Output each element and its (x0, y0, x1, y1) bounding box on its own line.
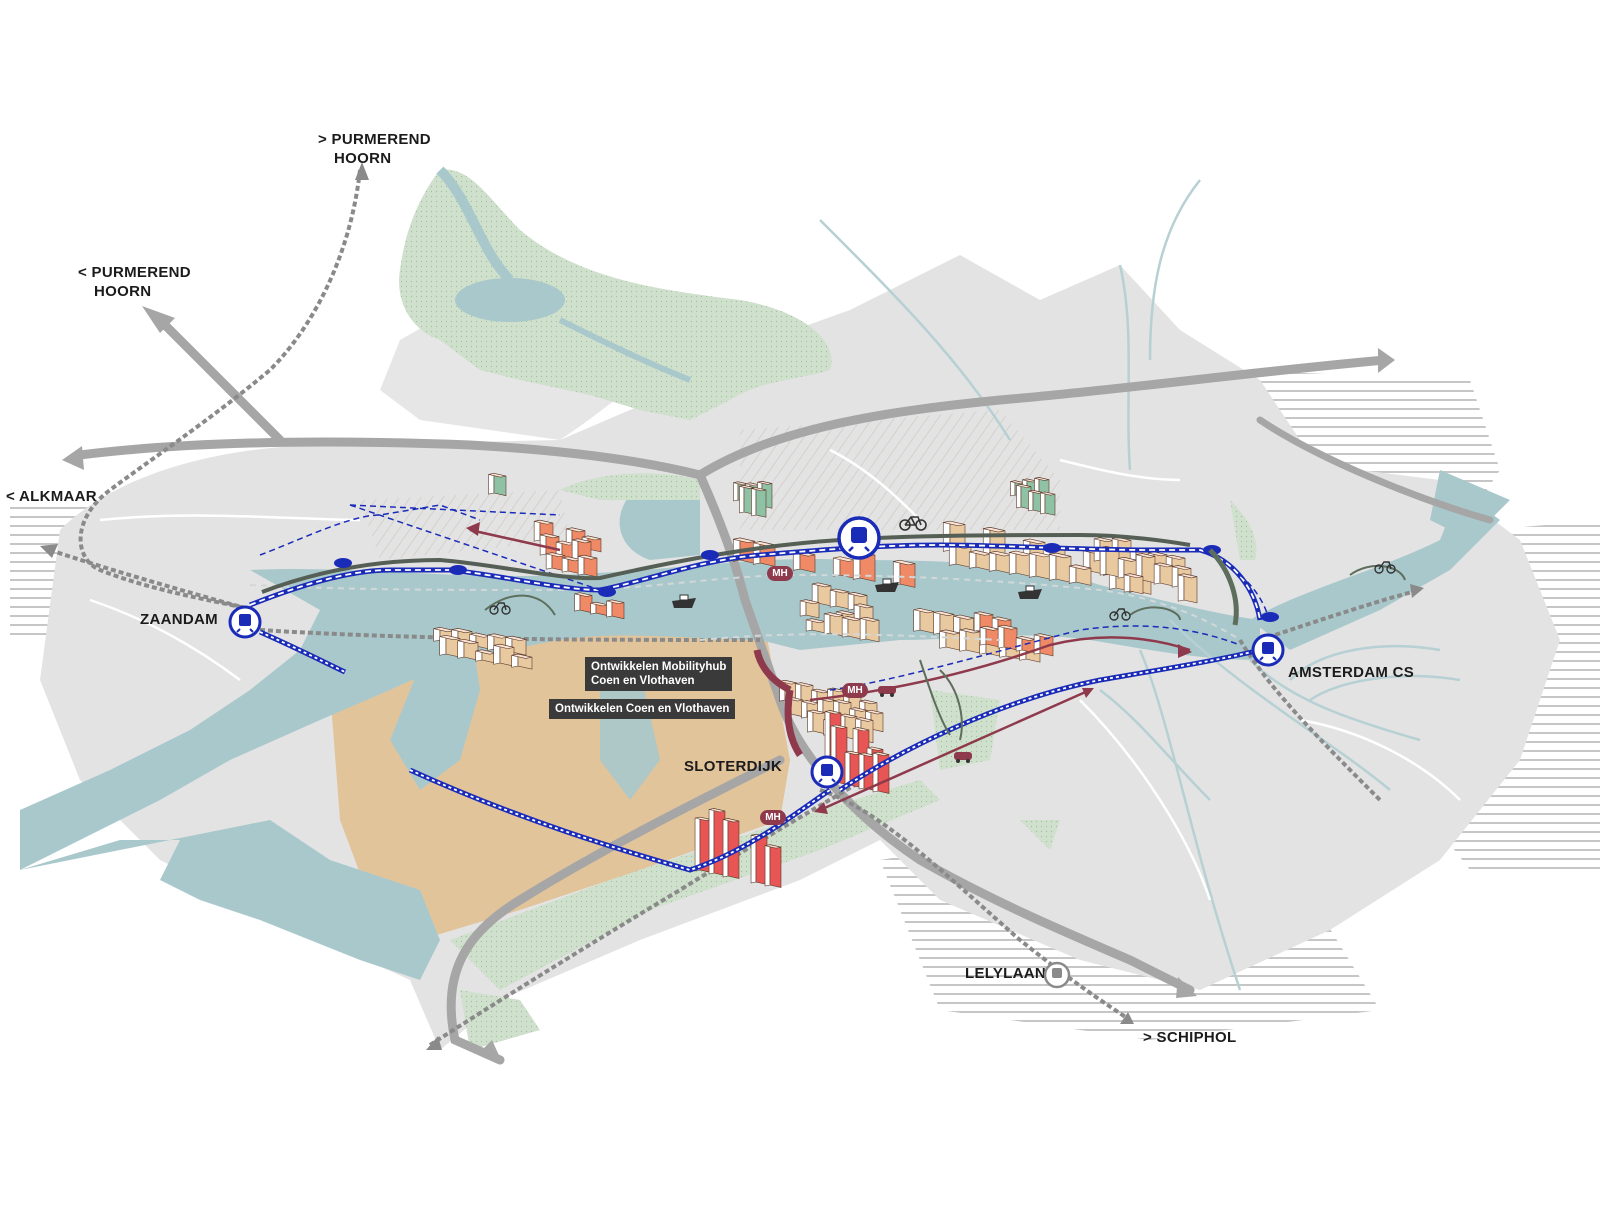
building-existing (799, 599, 820, 619)
building-existing (1048, 552, 1072, 583)
building-development (590, 601, 609, 617)
building-high-rise (708, 808, 726, 876)
building-existing (493, 643, 515, 667)
green-park-north (399, 166, 832, 420)
building-development (852, 551, 876, 582)
building-existing (805, 618, 826, 634)
building-green (488, 473, 507, 497)
building-existing (823, 612, 844, 637)
label-line: HOORN (334, 150, 392, 167)
label-line: < PURMEREND (78, 264, 191, 281)
building-existing (811, 582, 832, 607)
building-green (1040, 491, 1056, 516)
building-development (979, 625, 1000, 648)
building-development (997, 624, 1018, 651)
label-line: > PURMEREND (318, 131, 431, 148)
building-green (751, 487, 767, 518)
road-arrowheads (62, 306, 1395, 1062)
label-amsterdam-cs: AMSTERDAM CS (1288, 664, 1415, 681)
diagonal-zones (360, 410, 1060, 560)
building-existing (1008, 550, 1032, 577)
building-development (1015, 636, 1036, 654)
building-development (577, 554, 598, 578)
building-existing (859, 616, 880, 643)
streets (89, 448, 1461, 901)
arrowheads-red (466, 522, 1192, 814)
building-development (1033, 633, 1054, 657)
building-high-rise (764, 844, 782, 888)
canal-lines (819, 179, 1461, 991)
building-existing (913, 608, 935, 634)
building-existing (939, 629, 961, 651)
building-existing (933, 610, 955, 637)
label-purmerend-west: < PURMEREND HOORN (78, 263, 191, 301)
label-line: HOORN (94, 283, 152, 300)
building-existing (829, 588, 850, 610)
development-arrows (469, 528, 1191, 812)
green-strips (450, 473, 1257, 1050)
building-existing (968, 550, 992, 571)
mobility-hub-badge: MH (760, 810, 786, 825)
building-high-rise (750, 833, 768, 885)
building-existing (1153, 562, 1174, 587)
railways (49, 169, 1421, 1047)
label-zaandam: ZAANDAM (140, 611, 218, 628)
callout-line: Ontwikkelen Mobilityhub (591, 661, 727, 673)
building-green (1016, 484, 1032, 510)
label-schiphol: > SCHIPHOL (1143, 1029, 1237, 1046)
label-lelylaan: LELYLAAN (965, 965, 1047, 982)
building-existing (511, 653, 533, 670)
building-high-rise (830, 724, 848, 785)
building-existing (959, 628, 981, 654)
transit-stops (334, 543, 1279, 622)
building-development (574, 592, 593, 614)
label-sloterdijk: SLOTERDIJK (684, 758, 783, 775)
building-development (892, 559, 916, 588)
callout-line: Coen en Vlothaven (591, 675, 695, 687)
callout-coen-vlothaven: Ontwikkelen Coen en Vlothaven (549, 699, 736, 719)
mobility-hub-badge: MH (842, 683, 868, 698)
building-development (792, 551, 816, 573)
building-existing (841, 616, 862, 640)
building-existing (505, 635, 527, 656)
building-existing (457, 639, 479, 661)
building-development (606, 599, 625, 620)
building-existing (1068, 564, 1092, 586)
building-existing (1123, 573, 1144, 595)
label-purmerend-north: > PURMEREND HOORN (318, 130, 431, 168)
building-existing (1135, 553, 1156, 584)
building-existing (439, 634, 461, 658)
label-alkmaar: < ALKMAAR (6, 488, 97, 505)
building-development (561, 556, 582, 575)
building-existing (988, 550, 1012, 574)
building-high-rise (872, 751, 890, 794)
mobility-hub-badge: MH (767, 566, 793, 581)
building-existing (1028, 551, 1052, 580)
building-existing (1177, 573, 1198, 604)
building-development (545, 552, 566, 572)
green-bicycle-route (261, 532, 1191, 594)
building-existing (807, 709, 826, 735)
building-high-rise (694, 816, 712, 873)
roads (75, 315, 1494, 1065)
callout-mobilityhub: Ontwikkelen Mobilityhub Coen en Vlothave… (585, 657, 733, 691)
rail-arrowheads (40, 162, 1424, 1050)
